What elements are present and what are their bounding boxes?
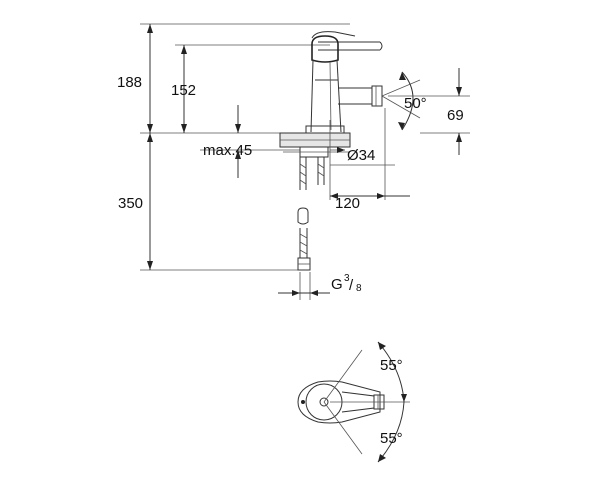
- swivel-angle-dimension: [381, 71, 421, 131]
- total-height-label: 188: [117, 74, 142, 91]
- spout-height-label: 152: [171, 82, 196, 99]
- lever-angle-top-label: 55°: [380, 357, 403, 374]
- below-deck-label: 350: [118, 195, 143, 212]
- connection-label-denominator: 8: [356, 283, 362, 294]
- height-dimension-lines: [140, 23, 350, 271]
- spout-reach-label: 120: [335, 195, 360, 212]
- max-deck-label: max.45: [203, 142, 252, 159]
- outlet-height-dimension: [388, 68, 470, 155]
- mixer-top-view: [297, 341, 410, 463]
- spout-reach-dimension: [329, 108, 410, 200]
- connection-dimension: [278, 272, 330, 300]
- hole-diameter-label: Ø34: [347, 147, 375, 164]
- connection-label-g: G: [331, 276, 343, 293]
- connection-label-slash: /: [349, 277, 354, 294]
- outlet-height-label: 69: [447, 107, 464, 124]
- hole-diameter-dimension: [330, 147, 395, 166]
- lever-angle-bottom-label: 55°: [380, 430, 403, 447]
- connection-label-numerator: 3: [344, 273, 350, 284]
- swivel-angle-label: 50°: [404, 95, 427, 112]
